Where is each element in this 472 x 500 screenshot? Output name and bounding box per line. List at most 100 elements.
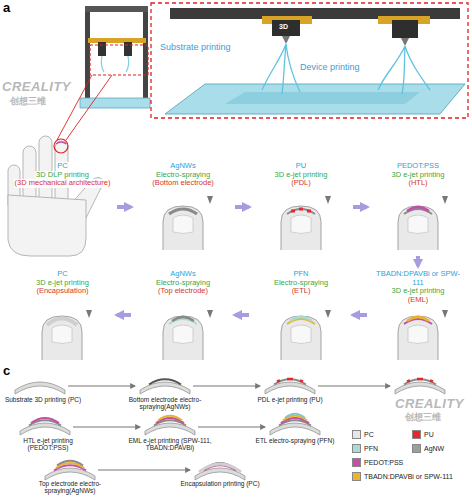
process-image (140, 379, 190, 394)
legend-text: PFN (364, 444, 378, 454)
legend-swatch (352, 472, 361, 481)
method-name: Electro-spraying (155, 279, 211, 288)
printer-small (80, 6, 150, 108)
legend-text: PC (364, 430, 374, 440)
step-node: AgNWsElectro-spraying(Bottom electrode) (133, 160, 233, 254)
step-caption: Bottom electrode electro-spraying(AgNWs) (112, 396, 218, 411)
method-name: Electro-spraying (273, 279, 329, 288)
material-name: PEDOT:PSS (396, 162, 440, 171)
step-caption: Top electrode electro-spraying(AgNWs) (15, 480, 125, 495)
flow-arrow (353, 313, 367, 317)
panel-letter: c (3, 364, 10, 379)
step-caption: PDL e-jet printing (PU) (240, 396, 340, 403)
fingertip (398, 196, 448, 250)
layer-role: (ETL) (291, 287, 312, 296)
process-image (15, 382, 65, 394)
fingertip (42, 310, 92, 360)
material-name: PC (56, 270, 68, 279)
hand (8, 136, 104, 256)
flow-arrow (117, 205, 131, 209)
material-name: AgNWs (169, 270, 196, 279)
step-node: TBADN:DPAVBi or SPW-1113D e-jet printing… (369, 268, 467, 362)
zoom-circle (54, 139, 68, 153)
flow-arrow (117, 313, 131, 317)
watermark: 创想三维 (10, 96, 46, 106)
step-caption: HTL e-jet printing (PEDOT:PSS) (3, 437, 93, 452)
method-name: 3D e-jet printing (391, 287, 446, 296)
legend-item: PU (412, 430, 434, 440)
legend-item: PFN (352, 444, 378, 454)
legend-text: PEDOT:PSS (364, 458, 403, 468)
fingertip (163, 196, 213, 250)
printer-zoom (165, 8, 465, 114)
flow-arrow (235, 205, 249, 209)
legend-swatch (352, 430, 361, 439)
watermark: 创想三维 (405, 412, 441, 422)
process-image (195, 463, 245, 480)
material-name: PC (56, 162, 68, 171)
layer-role: (EML) (407, 296, 429, 305)
legend-item: AgNW (412, 444, 444, 454)
step-node: PC3D DLP printing(3D mechanical architec… (10, 160, 115, 254)
step-caption: Encapsulation printing (PC) (165, 480, 275, 487)
step-caption: ETL electro-spraying (PFN) (245, 437, 345, 444)
legend-text: TBADN:DPAVBi or SPW-111 (364, 472, 453, 482)
step-node: AgNWsElectro-spraying(Top electrode) (133, 268, 233, 362)
process-image (145, 416, 195, 435)
step-caption: Substrate 3D printing (PC) (3, 396, 83, 403)
method-name: 3D e-jet printing (391, 171, 446, 180)
fingertip (163, 310, 213, 360)
flow-arrow (416, 256, 420, 266)
fingertip (398, 310, 448, 360)
method-name: 3D e-jet printing (274, 171, 329, 180)
process-image (265, 379, 315, 394)
legend-swatch (412, 444, 421, 453)
layer-role: (3D mechanical architecture) (14, 179, 112, 188)
method-name: Electro-spraying (155, 171, 211, 180)
layer-role: (PDL) (290, 179, 312, 188)
printhead-mark: 3D (279, 23, 288, 31)
legend-item: PC (352, 430, 374, 440)
legend-swatch (352, 444, 361, 453)
layer-role: (Top electrode) (157, 287, 209, 296)
layer-role: (HTL) (407, 179, 428, 188)
legend-item: PEDOT:PSS (352, 458, 403, 468)
method-name: 3D e-jet printing (35, 279, 90, 288)
process-arrow (68, 386, 390, 470)
material-name: PFN (293, 270, 310, 279)
step-node: PC3D e-jet printing(Encapsulation) (10, 268, 115, 362)
material-name: PU (295, 162, 307, 171)
process-image (20, 418, 70, 435)
fingertip (281, 196, 331, 250)
fingertip (281, 310, 331, 360)
flow-arrow (235, 313, 249, 317)
flow-arrow (353, 205, 367, 209)
panel-letter: a (3, 1, 10, 16)
legend-swatch (412, 430, 421, 439)
legend-swatch (352, 458, 361, 467)
printer-label: Substrate printing (160, 42, 231, 52)
zoom-box (151, 3, 468, 118)
device-on-finger (56, 142, 66, 144)
legend-text: PU (424, 430, 434, 440)
layer-role: (Bottom electrode) (151, 179, 215, 188)
material-name: AgNWs (169, 162, 196, 171)
step-node: PU3D e-jet printing(PDL) (251, 160, 351, 254)
printer-label: Device printing (300, 62, 360, 72)
legend-text: AgNW (424, 444, 444, 454)
watermark: CREALITY (395, 397, 464, 412)
zoom-box (90, 45, 148, 75)
process-image (45, 461, 95, 480)
watermark: CREALITY (2, 80, 71, 95)
method-name: 3D DLP printing (35, 171, 90, 180)
layer-role: (Encapsulation) (35, 287, 89, 296)
step-caption: EML e-jet printing (SPW-111, TBADN:DPAVB… (115, 437, 225, 452)
legend-item: TBADN:DPAVBi or SPW-111 (352, 472, 453, 482)
material-name: TBADN:DPAVBi or SPW-111 (371, 270, 465, 287)
process-image (270, 414, 320, 435)
step-node: PEDOT:PSS3D e-jet printing(HTL) (369, 160, 467, 254)
step-node: PFNElectro-spraying(ETL) (251, 268, 351, 362)
